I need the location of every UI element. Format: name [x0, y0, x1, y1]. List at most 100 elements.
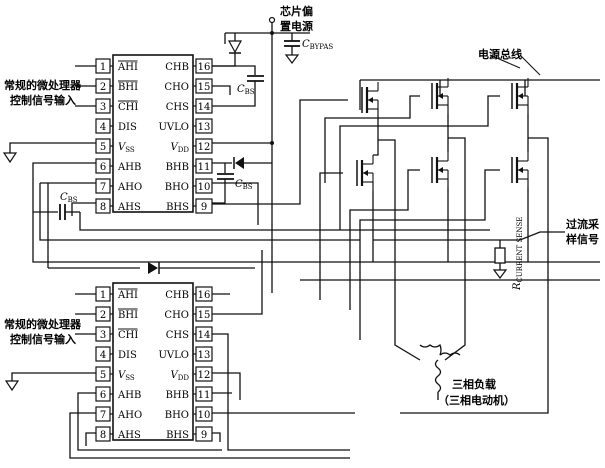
pin-name: AHB	[117, 162, 141, 173]
pin-name: CHI	[118, 330, 138, 341]
bias-label-1: 芯片偏	[280, 4, 313, 18]
pin-number: 7	[100, 410, 106, 421]
pin-name: AHO	[117, 182, 142, 193]
pin-box	[95, 158, 111, 174]
pin-name: BHI	[118, 82, 138, 93]
mosfet-a-low	[355, 153, 375, 193]
bottom-left-network	[69, 392, 350, 459]
pin-box	[95, 178, 111, 194]
pin-number: 1	[100, 62, 106, 73]
pin-name: BHS	[166, 430, 189, 441]
pin-name: BHI	[118, 310, 138, 321]
bias-label-2: 置电源	[280, 19, 313, 33]
pin-number: 2	[100, 82, 106, 93]
mcu-input-lines-top	[75, 65, 96, 107]
pin-name: CHS	[166, 102, 189, 113]
pin-name: UVLO	[159, 350, 190, 361]
pin-number: 12	[198, 142, 211, 153]
three-phase-load	[419, 343, 461, 400]
pin-number: 9	[201, 430, 207, 441]
bias-supply-network	[212, 16, 310, 293]
pin-name: BHO	[165, 410, 189, 421]
pin-box	[95, 386, 111, 402]
pin-name: VDD	[171, 370, 190, 382]
pin-name: BHB	[166, 162, 189, 173]
overcurrent-label-1: 过流采	[566, 217, 600, 231]
bridge-wiring	[212, 95, 600, 414]
pin-number: 14	[198, 102, 211, 113]
pin-box	[195, 158, 213, 174]
pin-number: 14	[198, 330, 211, 341]
pin-number: 5	[100, 370, 106, 381]
pin-box	[195, 426, 213, 442]
power-bus	[359, 54, 600, 110]
pin-number: 11	[198, 162, 211, 173]
bootstrap-diode-bottom	[47, 183, 255, 274]
pin-number: 2	[100, 310, 106, 321]
pin-box	[195, 178, 213, 194]
pin-box	[195, 346, 213, 362]
pin-number: 4	[100, 122, 106, 133]
mosfet-c-low	[510, 150, 530, 190]
vss-ground-top	[2, 142, 96, 164]
pin-name: VDD	[171, 142, 190, 154]
pin-number: 12	[198, 370, 211, 381]
pin-name: CHO	[164, 310, 189, 321]
pin-number: 8	[100, 430, 106, 441]
rsense-label: RCURRENT SENSE	[512, 217, 524, 291]
bottom-right-network	[212, 250, 355, 451]
pin-name: BHO	[165, 182, 189, 193]
pin-number: 6	[100, 390, 106, 401]
vss-ground-bottom	[4, 372, 96, 392]
pin-number: 10	[198, 410, 211, 421]
pin-number: 4	[100, 350, 106, 361]
pin-name: BHB	[166, 390, 189, 401]
pin-name: AHS	[117, 202, 141, 213]
pin-name: VSS	[118, 142, 135, 154]
pin-box	[195, 138, 213, 154]
pin-name: CHB	[165, 62, 189, 73]
mosfet-b-low	[430, 150, 450, 190]
pin-number: 5	[100, 142, 106, 153]
pin-number: 10	[198, 182, 211, 193]
pin-name: AHI	[117, 62, 138, 73]
pin-box	[95, 118, 111, 134]
pin-name: AHO	[117, 410, 142, 421]
pin-box	[195, 366, 213, 382]
pin-name: CHI	[118, 102, 138, 113]
pin-number: 9	[201, 202, 207, 213]
pin-name: UVLO	[159, 122, 190, 133]
mcu-label-top-2: 控制信号输入	[10, 93, 76, 107]
mcu-input-lines-bottom	[75, 293, 96, 335]
cbs-label-a: CBS	[60, 192, 78, 204]
pin-number: 8	[100, 202, 106, 213]
pin-name: DIS	[118, 122, 137, 133]
sense-resistor	[492, 240, 508, 279]
pin-number: 6	[100, 162, 106, 173]
pin-box	[195, 198, 213, 214]
pin-name: AHB	[117, 390, 141, 401]
pin-box	[95, 366, 111, 382]
pin-box	[95, 198, 111, 214]
pin-number: 16	[198, 290, 211, 301]
pin-number: 13	[198, 122, 211, 133]
mcu-label-bottom-2: 控制信号输入	[10, 332, 76, 346]
pin-name: DIS	[118, 350, 137, 361]
mosfet-a-high	[360, 80, 380, 120]
pin-name: CHO	[164, 82, 189, 93]
pin-name: VSS	[118, 370, 135, 382]
pin-number: 15	[198, 310, 211, 321]
pin-name: AHS	[117, 430, 141, 441]
cbs-label-c: CBS	[237, 84, 255, 96]
power-bus-label: 电源总线	[478, 47, 522, 61]
pin-box	[95, 346, 111, 362]
pin-box	[195, 386, 213, 402]
load-label-2: （三相电动机）	[438, 393, 515, 407]
pin-box	[195, 118, 213, 134]
pin-name: AHI	[117, 290, 138, 301]
pin-number: 3	[100, 102, 106, 113]
pin-number: 3	[100, 330, 106, 341]
